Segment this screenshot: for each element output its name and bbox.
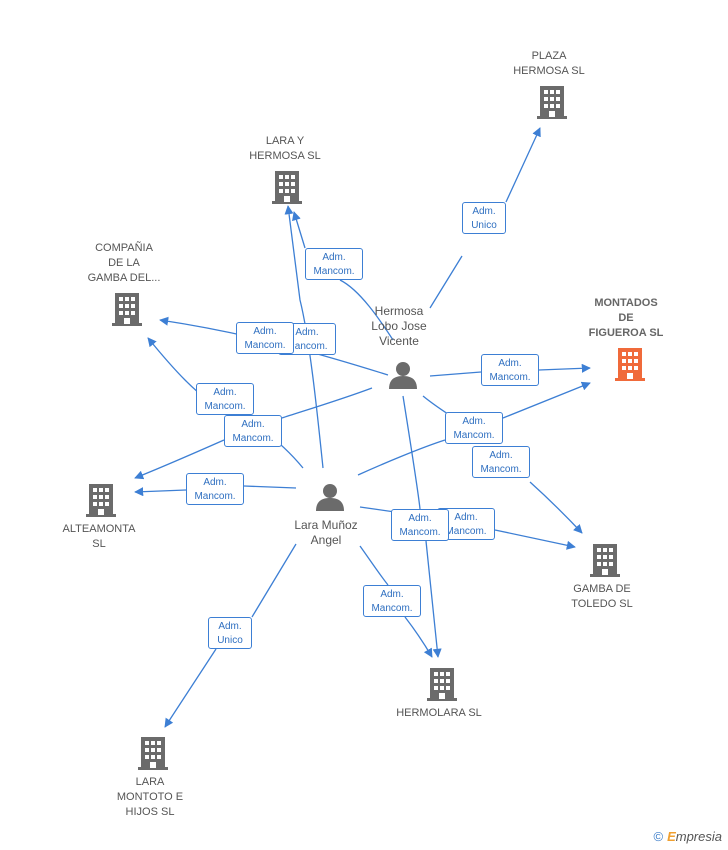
- copyright-icon: ©: [653, 829, 664, 844]
- brand-initial: E: [667, 829, 676, 844]
- edge-label-hermosa-gamba-toledo[interactable]: Adm. Mancom.: [472, 446, 530, 478]
- person-icon-hermosa[interactable]: [388, 360, 418, 395]
- edge-hermosa-montados: [429, 368, 590, 376]
- edge-hermosa-lara-hermosa: [294, 212, 394, 341]
- building-icon-montados[interactable]: [614, 346, 646, 387]
- building-icon-lara-montoto[interactable]: [137, 735, 169, 776]
- person-label-hermosa[interactable]: Hermosa Lobo Jose Vicente: [371, 304, 427, 348]
- building-icon: [112, 293, 142, 326]
- company-label-alteamonta[interactable]: ALTEAMONTA SL: [62, 523, 136, 550]
- edge-label-hermosa-lara-hermosa[interactable]: Adm. Mancom.: [305, 248, 363, 280]
- building-icon: [427, 668, 457, 701]
- edge-lara-hermolara: [359, 545, 432, 657]
- edge-lara-lara-hermosa: [284, 205, 324, 469]
- building-icon-compania[interactable]: [111, 291, 143, 332]
- building-icon-lara-hermosa[interactable]: [271, 169, 303, 210]
- company-label-lara-hermosa[interactable]: LARA Y HERMOSA SL: [249, 135, 321, 162]
- building-icon: [272, 171, 302, 204]
- edge-label-hermosa-hermolara[interactable]: Adm. Mancom.: [391, 509, 449, 541]
- edge-label-lara-lara-montoto[interactable]: Adm. Unico: [208, 617, 252, 649]
- edge-hermosa-alteamonta: [135, 387, 373, 478]
- company-label-montados[interactable]: MONTADOS DE FIGUEROA SL: [588, 297, 664, 339]
- company-label-plaza[interactable]: PLAZA HERMOSA SL: [513, 50, 585, 77]
- company-label-compania[interactable]: COMPAÑIA DE LA GAMBA DEL...: [87, 242, 161, 284]
- person-icon: [389, 362, 417, 389]
- building-icon: [537, 86, 567, 119]
- edge-label-hermosa-plaza[interactable]: Adm. Unico: [462, 202, 506, 234]
- edge-label-lara-alteamonta[interactable]: Adm. Mancom.: [186, 473, 244, 505]
- company-label-gamba-toledo[interactable]: GAMBA DE TOLEDO SL: [571, 583, 633, 610]
- brand-credit: ©Empresia: [653, 829, 722, 844]
- edge-lara-montados: [357, 383, 590, 476]
- edge-label-lara-compania[interactable]: Adm. Mancom.: [196, 383, 254, 415]
- building-icon-alteamonta[interactable]: [85, 482, 117, 523]
- building-icon: [86, 484, 116, 517]
- edge-label-lara-montados[interactable]: Adm. Mancom.: [445, 412, 503, 444]
- person-icon: [316, 484, 344, 511]
- building-icon: [138, 737, 168, 770]
- building-icon: [590, 544, 620, 577]
- building-icon-gamba-toledo[interactable]: [589, 542, 621, 583]
- edge-label-hermosa-compania[interactable]: Adm. Mancom.: [236, 322, 294, 354]
- building-icon-plaza[interactable]: [536, 84, 568, 125]
- person-icon-lara[interactable]: [315, 482, 345, 517]
- edge-label-hermosa-alteamonta[interactable]: Adm. Mancom.: [224, 415, 282, 447]
- building-icon-hermolara[interactable]: [426, 666, 458, 707]
- edge-lara-lara-montoto: [165, 543, 297, 727]
- person-label-lara[interactable]: Lara Muñoz Angel: [294, 518, 358, 547]
- company-label-hermolara[interactable]: HERMOLARA SL: [396, 707, 482, 719]
- edge-label-lara-hermolara[interactable]: Adm. Mancom.: [363, 585, 421, 617]
- brand-name: mpresia: [675, 829, 722, 844]
- company-label-lara-montoto[interactable]: LARA MONTOTO E HIJOS SL: [116, 776, 184, 818]
- building-icon-highlighted: [615, 348, 645, 381]
- edge-lara-alteamonta: [135, 486, 297, 492]
- edge-hermosa-hermolara: [402, 395, 438, 657]
- edge-hermosa-plaza: [429, 128, 540, 309]
- edge-label-hermosa-montados[interactable]: Adm. Mancom.: [481, 354, 539, 386]
